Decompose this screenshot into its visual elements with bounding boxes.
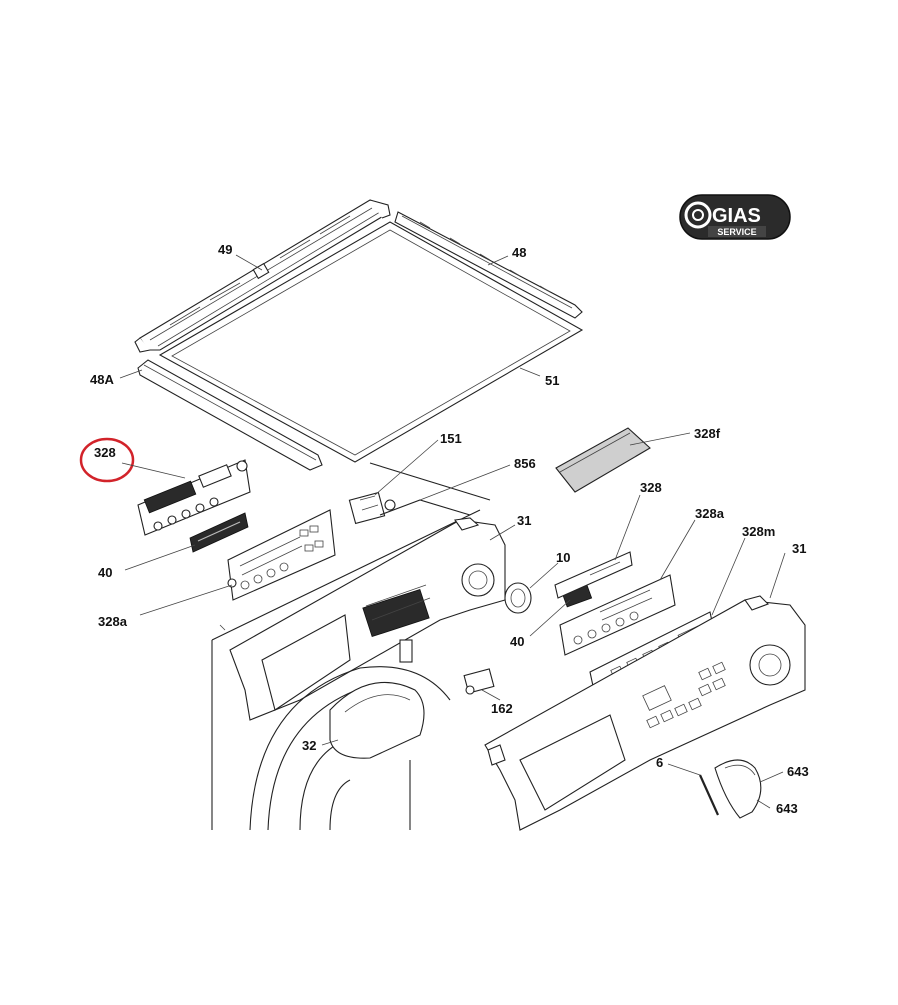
front-panel-31-left: [229, 517, 506, 721]
rail-48a: [137, 359, 323, 471]
knob-10: [504, 582, 532, 614]
label-162: 162: [491, 701, 513, 716]
label-643-top: 643: [787, 764, 809, 779]
label-328f: 328f: [694, 426, 721, 441]
panel-328a-right: [559, 574, 676, 656]
label-6: 6: [656, 755, 663, 770]
display-40-left: [189, 512, 249, 553]
part-162: [463, 668, 495, 695]
panel-328a-left: [227, 509, 336, 601]
front-panel-31-right: [484, 595, 806, 831]
control-board-328-right: [554, 551, 633, 599]
label-49: 49: [218, 242, 232, 257]
label-31-right: 31: [792, 541, 806, 556]
part-6: [698, 774, 720, 816]
top-frame-49: [134, 199, 391, 353]
part-328f: [555, 427, 651, 493]
label-328a-right: 328a: [695, 506, 725, 521]
part-643: [714, 759, 762, 819]
label-48a: 48A: [90, 372, 114, 387]
control-board-328-left: [137, 459, 251, 536]
leader-lines: [119, 254, 786, 809]
part-151: [348, 491, 396, 525]
label-328m: 328m: [742, 524, 775, 539]
logo-inner-circle-icon: [692, 209, 704, 221]
logo-tagline-band: [708, 226, 766, 237]
logo-brand: GIAS: [712, 205, 761, 227]
label-48: 48: [512, 245, 526, 260]
label-856: 856: [514, 456, 536, 471]
handle-32: [329, 681, 425, 759]
label-643-bottom: 643: [776, 801, 798, 816]
gias-logo: GIAS SERVICE: [679, 194, 791, 240]
label-40-right: 40: [510, 634, 524, 649]
label-328-left: 328: [94, 445, 116, 460]
label-328a-left: 328a: [98, 614, 128, 629]
lid-panel-51: [158, 221, 584, 463]
logo-tagline: SERVICE: [717, 227, 756, 237]
highlight-circle: [79, 437, 135, 483]
machine-cabinet: [211, 462, 491, 830]
label-31-left: 31: [517, 513, 531, 528]
label-51: 51: [545, 373, 559, 388]
label-151: 151: [440, 431, 462, 446]
label-32: 32: [302, 738, 316, 753]
label-40-left: 40: [98, 565, 112, 580]
logo-circle-icon: [684, 201, 712, 229]
label-10: 10: [556, 550, 570, 565]
label-328-right: 328: [640, 480, 662, 495]
part-labels: 49 48 48A 51 328 151 856 328f 328 328a 3…: [90, 242, 809, 816]
